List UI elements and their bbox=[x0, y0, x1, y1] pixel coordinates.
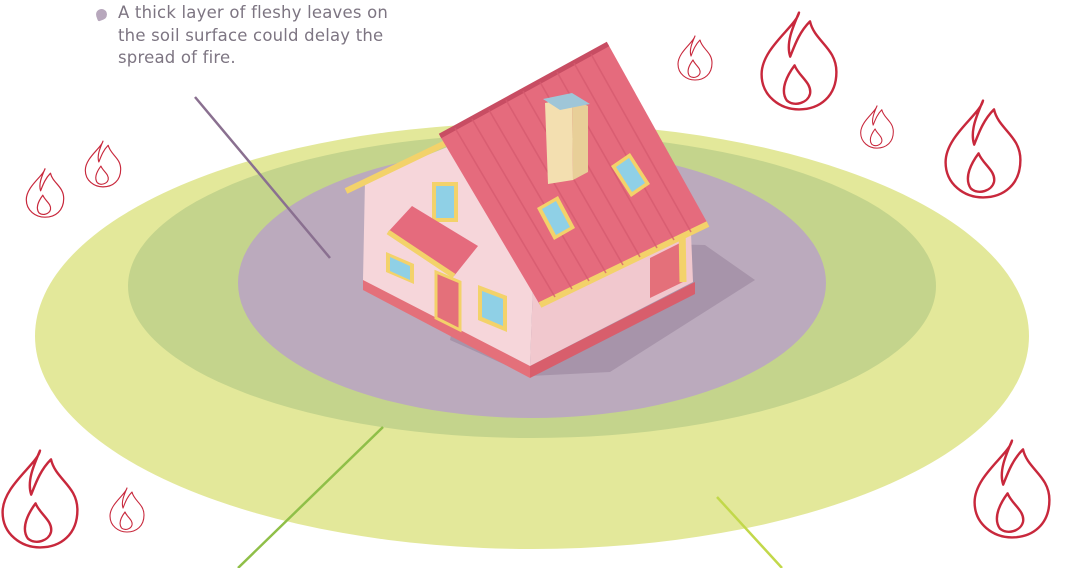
annotation-text: A thick layer of fleshy leaves on the so… bbox=[118, 3, 389, 67]
flame-icon bbox=[84, 140, 122, 188]
flame-icon bbox=[1, 449, 79, 549]
skylight-left-glass bbox=[542, 201, 570, 235]
leader-line-outer bbox=[716, 496, 783, 568]
roof-ridge bbox=[438, 41, 610, 139]
chimney-cap bbox=[543, 93, 590, 110]
house-base-left bbox=[363, 278, 530, 378]
porch-roof bbox=[388, 206, 478, 276]
flame-icon bbox=[944, 99, 1022, 199]
roof-edge bbox=[538, 221, 710, 308]
porch-window-glass bbox=[390, 257, 410, 280]
chimney-side bbox=[572, 98, 588, 180]
flame-icon bbox=[860, 105, 894, 149]
flame-icon bbox=[25, 168, 65, 218]
door-frame bbox=[434, 269, 462, 333]
leader-line-inner bbox=[194, 96, 331, 259]
flame-icon bbox=[973, 439, 1051, 539]
chimney-front bbox=[545, 98, 573, 184]
flame-icon bbox=[677, 35, 713, 81]
attic-window-glass bbox=[436, 186, 454, 218]
flame-icon bbox=[760, 11, 838, 111]
porch-roof-edge bbox=[386, 229, 456, 279]
house bbox=[344, 41, 755, 378]
side-window-glass bbox=[482, 291, 503, 326]
house-base-right bbox=[530, 282, 695, 378]
skylight-right-glass bbox=[616, 158, 645, 192]
flame-icon bbox=[109, 487, 145, 533]
leader-line-middle bbox=[237, 426, 384, 568]
front-door bbox=[436, 272, 460, 330]
porch-opening bbox=[650, 243, 683, 298]
